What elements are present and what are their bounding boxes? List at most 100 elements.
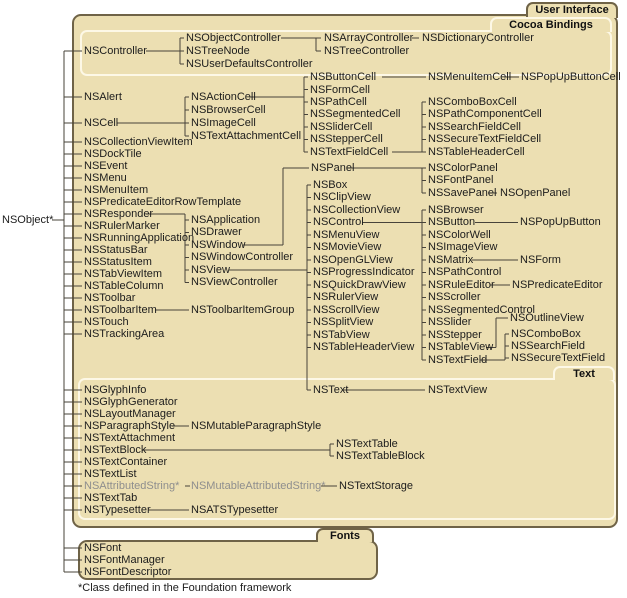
class-NSFont: NSFont (84, 542, 122, 554)
class-NSActionCell: NSActionCell (191, 91, 256, 103)
class-NSMutableAttributedString: NSMutableAttributedString* (191, 480, 326, 492)
class-NSDockTile: NSDockTile (84, 148, 142, 160)
class-NSWindow: NSWindow (191, 239, 246, 251)
class-NSFormCell: NSFormCell (310, 84, 370, 96)
fonts-tab: Fonts (316, 528, 374, 542)
class-NSArrayController: NSArrayController (324, 32, 414, 44)
text-tab: Text (553, 366, 615, 380)
class-NSTabView: NSTabView (313, 329, 370, 341)
class-NSOutlineView: NSOutlineView (510, 312, 584, 324)
class-NSClipView: NSClipView (313, 191, 371, 203)
class-NSSegmentedCell: NSSegmentedCell (310, 108, 401, 120)
class-NSButton: NSButton (428, 216, 476, 228)
class-NSControl: NSControl (313, 216, 364, 228)
class-NSViewController: NSViewController (191, 276, 278, 288)
class-NSSearchField: NSSearchField (511, 340, 585, 352)
class-NSPathComponentCell: NSPathComponentCell (428, 108, 542, 120)
cocoa-bindings-tab: Cocoa Bindings (490, 17, 612, 32)
class-NSTextStorage: NSTextStorage (339, 480, 413, 492)
class-NSRulerMarker: NSRulerMarker (84, 220, 160, 232)
class-NSTextContainer: NSTextContainer (84, 456, 168, 468)
user-interface-tab: User Interface (526, 2, 618, 18)
class-NSStepperCell: NSStepperCell (310, 133, 383, 145)
class-NSSegmentedControl: NSSegmentedControl (428, 304, 536, 316)
class-NSCollectionView: NSCollectionView (313, 204, 401, 216)
class-NSBox: NSBox (313, 179, 348, 191)
class-NSGlyphGenerator: NSGlyphGenerator (84, 396, 178, 408)
class-NSObjectController: NSObjectController (186, 32, 281, 44)
class-NSWindowController: NSWindowController (191, 251, 294, 263)
class-NSPopUpButton: NSPopUpButton (520, 216, 601, 228)
class-NSFontDescriptor: NSFontDescriptor (84, 566, 172, 578)
class-NSMenuView: NSMenuView (313, 229, 380, 241)
class-NSPanel: NSPanel (311, 162, 355, 174)
class-NSSecureTextFieldCell: NSSecureTextFieldCell (428, 133, 542, 145)
class-NSPathControl: NSPathControl (428, 266, 502, 278)
class-NSCollectionViewItem: NSCollectionViewItem (84, 136, 193, 148)
class-NSTextTab: NSTextTab (84, 492, 138, 504)
class-NSScrollView: NSScrollView (313, 304, 380, 316)
class-NSTextList: NSTextList (84, 468, 137, 480)
class-NSTextField: NSTextField (428, 354, 488, 366)
class-NSColorWell: NSColorWell (428, 229, 491, 241)
class-NSSliderCell: NSSliderCell (310, 121, 373, 133)
class-NSQuickDrawView: NSQuickDrawView (313, 279, 406, 291)
class-NSStatusBar: NSStatusBar (84, 244, 148, 256)
class-NSTextFieldCell: NSTextFieldCell (310, 146, 389, 158)
class-NSView: NSView (191, 264, 230, 276)
class-NSObject: NSObject* (2, 214, 54, 226)
class-NSLayoutManager: NSLayoutManager (84, 408, 176, 420)
class-NSTableHeaderCell: NSTableHeaderCell (428, 146, 525, 158)
class-NSEvent: NSEvent (84, 160, 128, 172)
class-NSFontManager: NSFontManager (84, 554, 165, 566)
footnote: *Class defined in the Foundation framewo… (78, 582, 292, 594)
class-NSText: NSText (313, 384, 349, 396)
class-NSSearchFieldCell: NSSearchFieldCell (428, 121, 521, 133)
class-NSPredicateEditor: NSPredicateEditor (512, 279, 603, 291)
class-NSApplication: NSApplication (191, 214, 261, 226)
fonts-box (78, 540, 378, 580)
class-NSTextTable: NSTextTable (336, 438, 398, 450)
class-NSTouch: NSTouch (84, 316, 129, 328)
class-NSPredicateEditorRowTemplate: NSPredicateEditorRowTemplate (84, 196, 242, 208)
class-NSTrackingArea: NSTrackingArea (84, 328, 165, 340)
class-NSImageView: NSImageView (428, 241, 498, 253)
class-NSStepper: NSStepper (428, 329, 482, 341)
class-NSTabViewItem: NSTabViewItem (84, 268, 163, 280)
class-NSResponder: NSResponder (84, 208, 154, 220)
class-NSAlert: NSAlert (84, 91, 122, 103)
cocoa-bindings-box (80, 30, 612, 76)
class-NSDrawer: NSDrawer (191, 226, 242, 238)
class-NSBrowserCell: NSBrowserCell (191, 104, 266, 116)
class-NSTreeController: NSTreeController (324, 45, 410, 57)
class-NSPopUpButtonCell: NSPopUpButtonCell (521, 71, 621, 83)
class-NSMenuItemCell: NSMenuItemCell (428, 71, 512, 83)
class-NSRulerView: NSRulerView (313, 291, 379, 303)
class-NSMutableParagraphStyle: NSMutableParagraphStyle (191, 420, 322, 432)
class-NSComboBox: NSComboBox (511, 328, 581, 340)
class-NSMenuItem: NSMenuItem (84, 184, 149, 196)
class-NSCell: NSCell (84, 117, 119, 129)
class-NSTreeNode: NSTreeNode (186, 45, 250, 57)
class-NSMatrix: NSMatrix (428, 254, 474, 266)
class-NSSlider: NSSlider (428, 316, 472, 328)
class-NSTextBlock: NSTextBlock (84, 444, 147, 456)
class-NSOpenPanel: NSOpenPanel (500, 187, 571, 199)
class-NSGlyphInfo: NSGlyphInfo (84, 384, 147, 396)
class-NSToolbarItemGroup: NSToolbarItemGroup (191, 304, 295, 316)
class-NSUserDefaultsController: NSUserDefaultsController (186, 58, 313, 70)
class-NSMovieView: NSMovieView (313, 241, 382, 253)
class-NSBrowser: NSBrowser (428, 204, 484, 216)
class-NSTextAttachmentCell: NSTextAttachmentCell (191, 130, 302, 142)
class-NSToolbar: NSToolbar (84, 292, 136, 304)
text-box (78, 378, 616, 520)
class-NSTextTableBlock: NSTextTableBlock (336, 450, 425, 462)
class-NSATSTypesetter: NSATSTypesetter (191, 504, 279, 516)
class-NSComboBoxCell: NSComboBoxCell (428, 96, 517, 108)
class-NSSavePanel: NSSavePanel (428, 187, 497, 199)
class-NSPathCell: NSPathCell (310, 96, 367, 108)
class-NSRunningApplication: NSRunningApplication (84, 232, 195, 244)
class-NSTextAttachment: NSTextAttachment (84, 432, 176, 444)
